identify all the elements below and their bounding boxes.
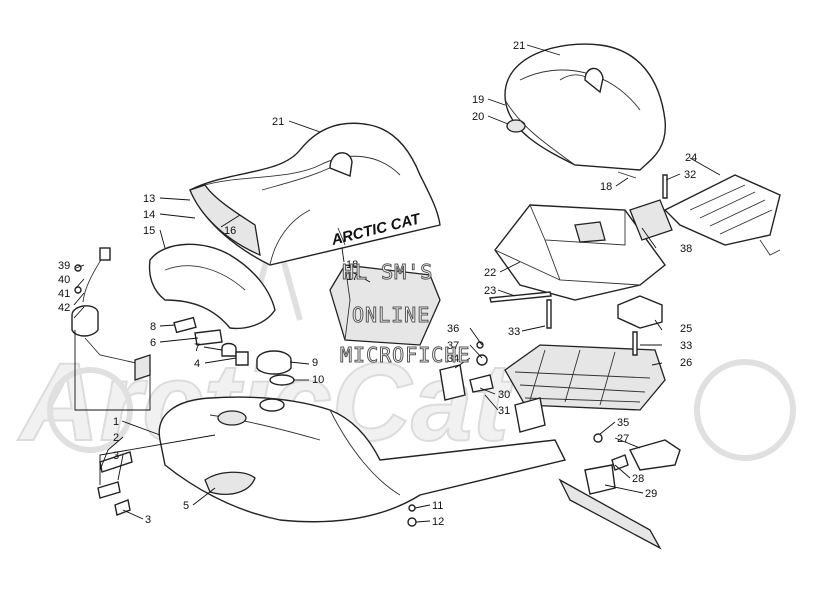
callout-20: 20 xyxy=(472,111,484,123)
callout-24: 24 xyxy=(685,152,697,164)
callout-30: 30 xyxy=(498,389,510,401)
callout-33: 33 xyxy=(508,326,520,338)
callout-13: 13 xyxy=(143,193,155,205)
rear-rack xyxy=(663,174,781,256)
callout-16: 16 xyxy=(224,225,236,237)
callout-23: 23 xyxy=(484,285,496,297)
hose-fittings xyxy=(173,316,249,366)
watermark-line-1: HL SM'S xyxy=(342,260,433,284)
seat-side-cover xyxy=(148,243,276,330)
callout-33: 33 xyxy=(680,340,692,352)
rear-latch-assembly xyxy=(558,433,681,550)
pins xyxy=(337,171,637,246)
storage-box xyxy=(494,204,666,301)
callout-29: 29 xyxy=(645,488,657,500)
latch-hardware xyxy=(439,341,546,433)
support-rod xyxy=(489,291,552,303)
fasteners xyxy=(407,504,417,527)
callout-numbers: 21 19 20 21 13 14 16 15 18 17 18 24 32 2… xyxy=(58,40,697,528)
callout-18: 18 xyxy=(346,259,358,271)
callout-26: 26 xyxy=(680,357,692,369)
callout-28: 28 xyxy=(632,473,644,485)
callout-3: 3 xyxy=(113,450,119,462)
callout-42: 42 xyxy=(58,302,70,314)
callout-25: 25 xyxy=(680,323,692,335)
callout-7: 7 xyxy=(194,342,200,354)
callout-10: 10 xyxy=(312,374,324,386)
callout-41: 41 xyxy=(58,288,70,300)
callout-9: 9 xyxy=(312,357,318,369)
callout-21: 21 xyxy=(272,116,284,128)
leader-lines xyxy=(73,44,721,523)
main-seat xyxy=(189,122,441,266)
callout-5: 5 xyxy=(183,500,189,512)
callout-8: 8 xyxy=(150,321,156,333)
bracket-plate xyxy=(629,199,673,241)
hose-clips xyxy=(97,451,133,516)
callout-38: 38 xyxy=(680,243,692,255)
callout-34: 34 xyxy=(447,353,459,365)
callout-39: 39 xyxy=(58,260,70,272)
seat-foam-block xyxy=(329,264,441,346)
callout-22: 22 xyxy=(484,267,496,279)
callout-36: 36 xyxy=(447,323,459,335)
callout-17: 17 xyxy=(346,271,358,283)
callout-3: 3 xyxy=(145,514,151,526)
callout-19: 19 xyxy=(472,94,484,106)
bolts xyxy=(546,174,668,356)
fuel-filler-cap xyxy=(256,350,295,386)
callout-4: 4 xyxy=(194,358,200,370)
watermark-line-3: MICROFICHE xyxy=(340,343,470,367)
watermark-overlay: HL SM'S ONLINE MICROFICHE xyxy=(340,260,470,368)
callout-32: 32 xyxy=(684,169,696,181)
rear-seat xyxy=(504,43,666,171)
watermark-line-2: ONLINE xyxy=(352,303,430,327)
callout-18: 18 xyxy=(600,181,612,193)
callout-12: 12 xyxy=(432,516,444,528)
fuel-tank-body xyxy=(158,396,567,523)
callout-37: 37 xyxy=(447,340,459,352)
callout-1: 1 xyxy=(113,416,119,428)
callout-31: 31 xyxy=(498,405,510,417)
callout-6: 6 xyxy=(150,337,156,349)
callout-27: 27 xyxy=(617,433,629,445)
mat-bracket xyxy=(617,295,663,329)
callout-2: 2 xyxy=(113,432,119,444)
rubber-mat xyxy=(504,344,666,411)
callout-21: 21 xyxy=(513,40,525,52)
callout-14: 14 xyxy=(143,209,155,221)
callout-35: 35 xyxy=(617,417,629,429)
callout-40: 40 xyxy=(58,274,70,286)
callout-11: 11 xyxy=(432,500,443,512)
callout-15: 15 xyxy=(143,225,155,237)
